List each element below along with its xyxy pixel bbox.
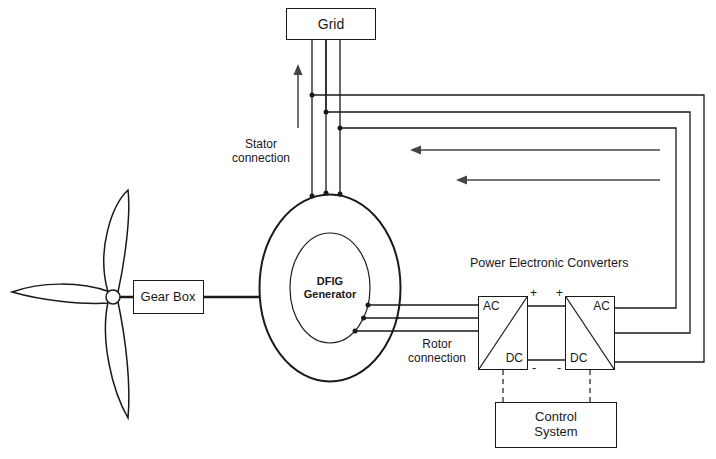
arrow-line (466, 179, 660, 181)
converter-box: AC DC (478, 296, 528, 370)
polarity-sign: + (530, 287, 537, 301)
connection-label: Rotor connection (404, 338, 470, 366)
arrow-head (456, 176, 467, 185)
control-signal-line (503, 370, 504, 402)
stator-wire (311, 40, 312, 196)
polarity-sign: - (532, 361, 536, 376)
grid-box: Grid (286, 8, 376, 40)
node-label: Grid (318, 16, 344, 32)
polarity-sign: - (557, 361, 561, 376)
dot (310, 93, 315, 98)
connector-line (204, 296, 260, 299)
node-label: Control System (521, 410, 591, 440)
arrow-head (294, 64, 303, 75)
rotor-wire (364, 317, 400, 318)
turbine-blades (12, 190, 129, 418)
blade (104, 190, 129, 292)
diagonal-line (479, 297, 527, 369)
power-wire (397, 318, 478, 319)
rotor-wire (368, 304, 478, 305)
connector-line (397, 317, 478, 318)
stator-ring (260, 195, 401, 382)
blade (105, 302, 128, 418)
node-label: Gear Box (141, 290, 196, 305)
converter-box: AC DC (565, 296, 615, 370)
converter-label: AC (593, 300, 610, 314)
converter-label: AC (483, 300, 500, 314)
arrow-line (420, 149, 660, 151)
generator-circle: DFIG Generator (258, 193, 402, 383)
connector-line (326, 40, 690, 333)
converter-label: DC (506, 352, 523, 366)
control-box: Control System (495, 402, 617, 448)
shaft (120, 296, 133, 299)
gearbox-box: Gear Box (133, 280, 204, 314)
power-wire (204, 297, 260, 298)
grid-wire (340, 128, 676, 308)
flow-arrows (294, 64, 661, 185)
connector-line (502, 370, 503, 402)
rotor-wire (355, 330, 478, 331)
blade (12, 284, 110, 303)
dot (338, 126, 343, 131)
control-signal-line (590, 370, 591, 402)
connector-line (528, 305, 565, 306)
diagonal-line (566, 297, 614, 369)
stator-wire (339, 40, 340, 194)
arrow-line (297, 74, 299, 128)
connector-line (589, 370, 590, 402)
power-wire (326, 40, 690, 333)
section-label: Power Electronic Converters (470, 256, 628, 270)
hub (106, 290, 120, 304)
node-label: DFIG Generator (299, 275, 361, 300)
converter-label: DC (570, 352, 587, 366)
connection-label: Stator connection (228, 138, 294, 166)
rotor-circle (290, 233, 370, 343)
power-wire (528, 306, 565, 307)
polarity-sign: + (556, 287, 563, 301)
arrow-head (410, 146, 421, 155)
